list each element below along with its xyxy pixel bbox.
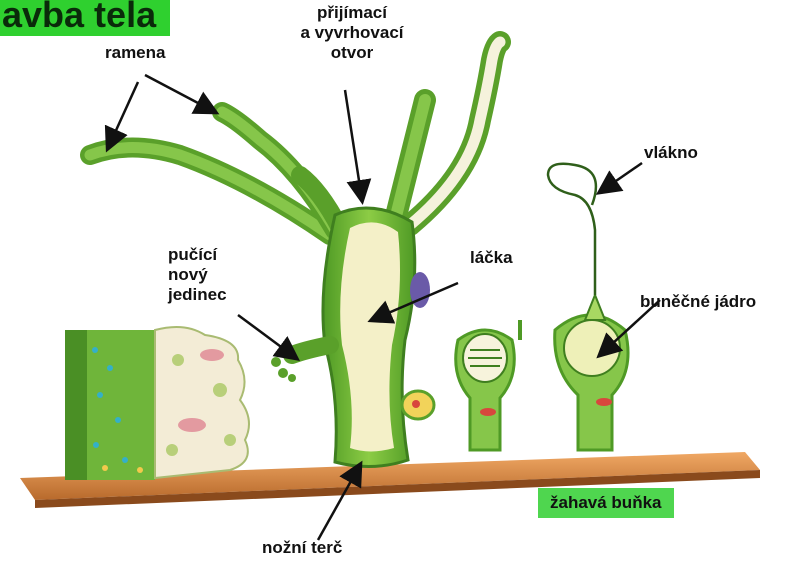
label-lacka: láčka <box>470 248 513 268</box>
cnidocyte-right <box>548 164 628 450</box>
label-zahava-badge: žahavá buňka <box>538 488 674 518</box>
label-pucici-line2: nový <box>168 265 227 285</box>
label-pucici: pučící nový jedinec <box>168 245 227 305</box>
tissue-block <box>65 327 249 480</box>
label-otvor: přijímací a vyvrhovací otvor <box>282 3 422 63</box>
hydra-body <box>271 208 434 467</box>
label-vlakno: vlákno <box>644 143 698 163</box>
label-nozni: nožní terč <box>262 538 342 558</box>
label-otvor-line1: přijímací <box>282 3 422 23</box>
label-otvor-line2: a vyvrhovací <box>282 23 422 43</box>
label-pucici-line3: jedinec <box>168 285 227 305</box>
cnidocyte-left <box>456 320 520 450</box>
label-ramena: ramena <box>105 43 165 63</box>
page-title: avba tela <box>0 0 170 36</box>
label-jadro: buněčné jádro <box>640 292 756 312</box>
label-otvor-line3: otvor <box>282 43 422 63</box>
tentacles <box>90 42 500 235</box>
label-pucici-line1: pučící <box>168 245 227 265</box>
